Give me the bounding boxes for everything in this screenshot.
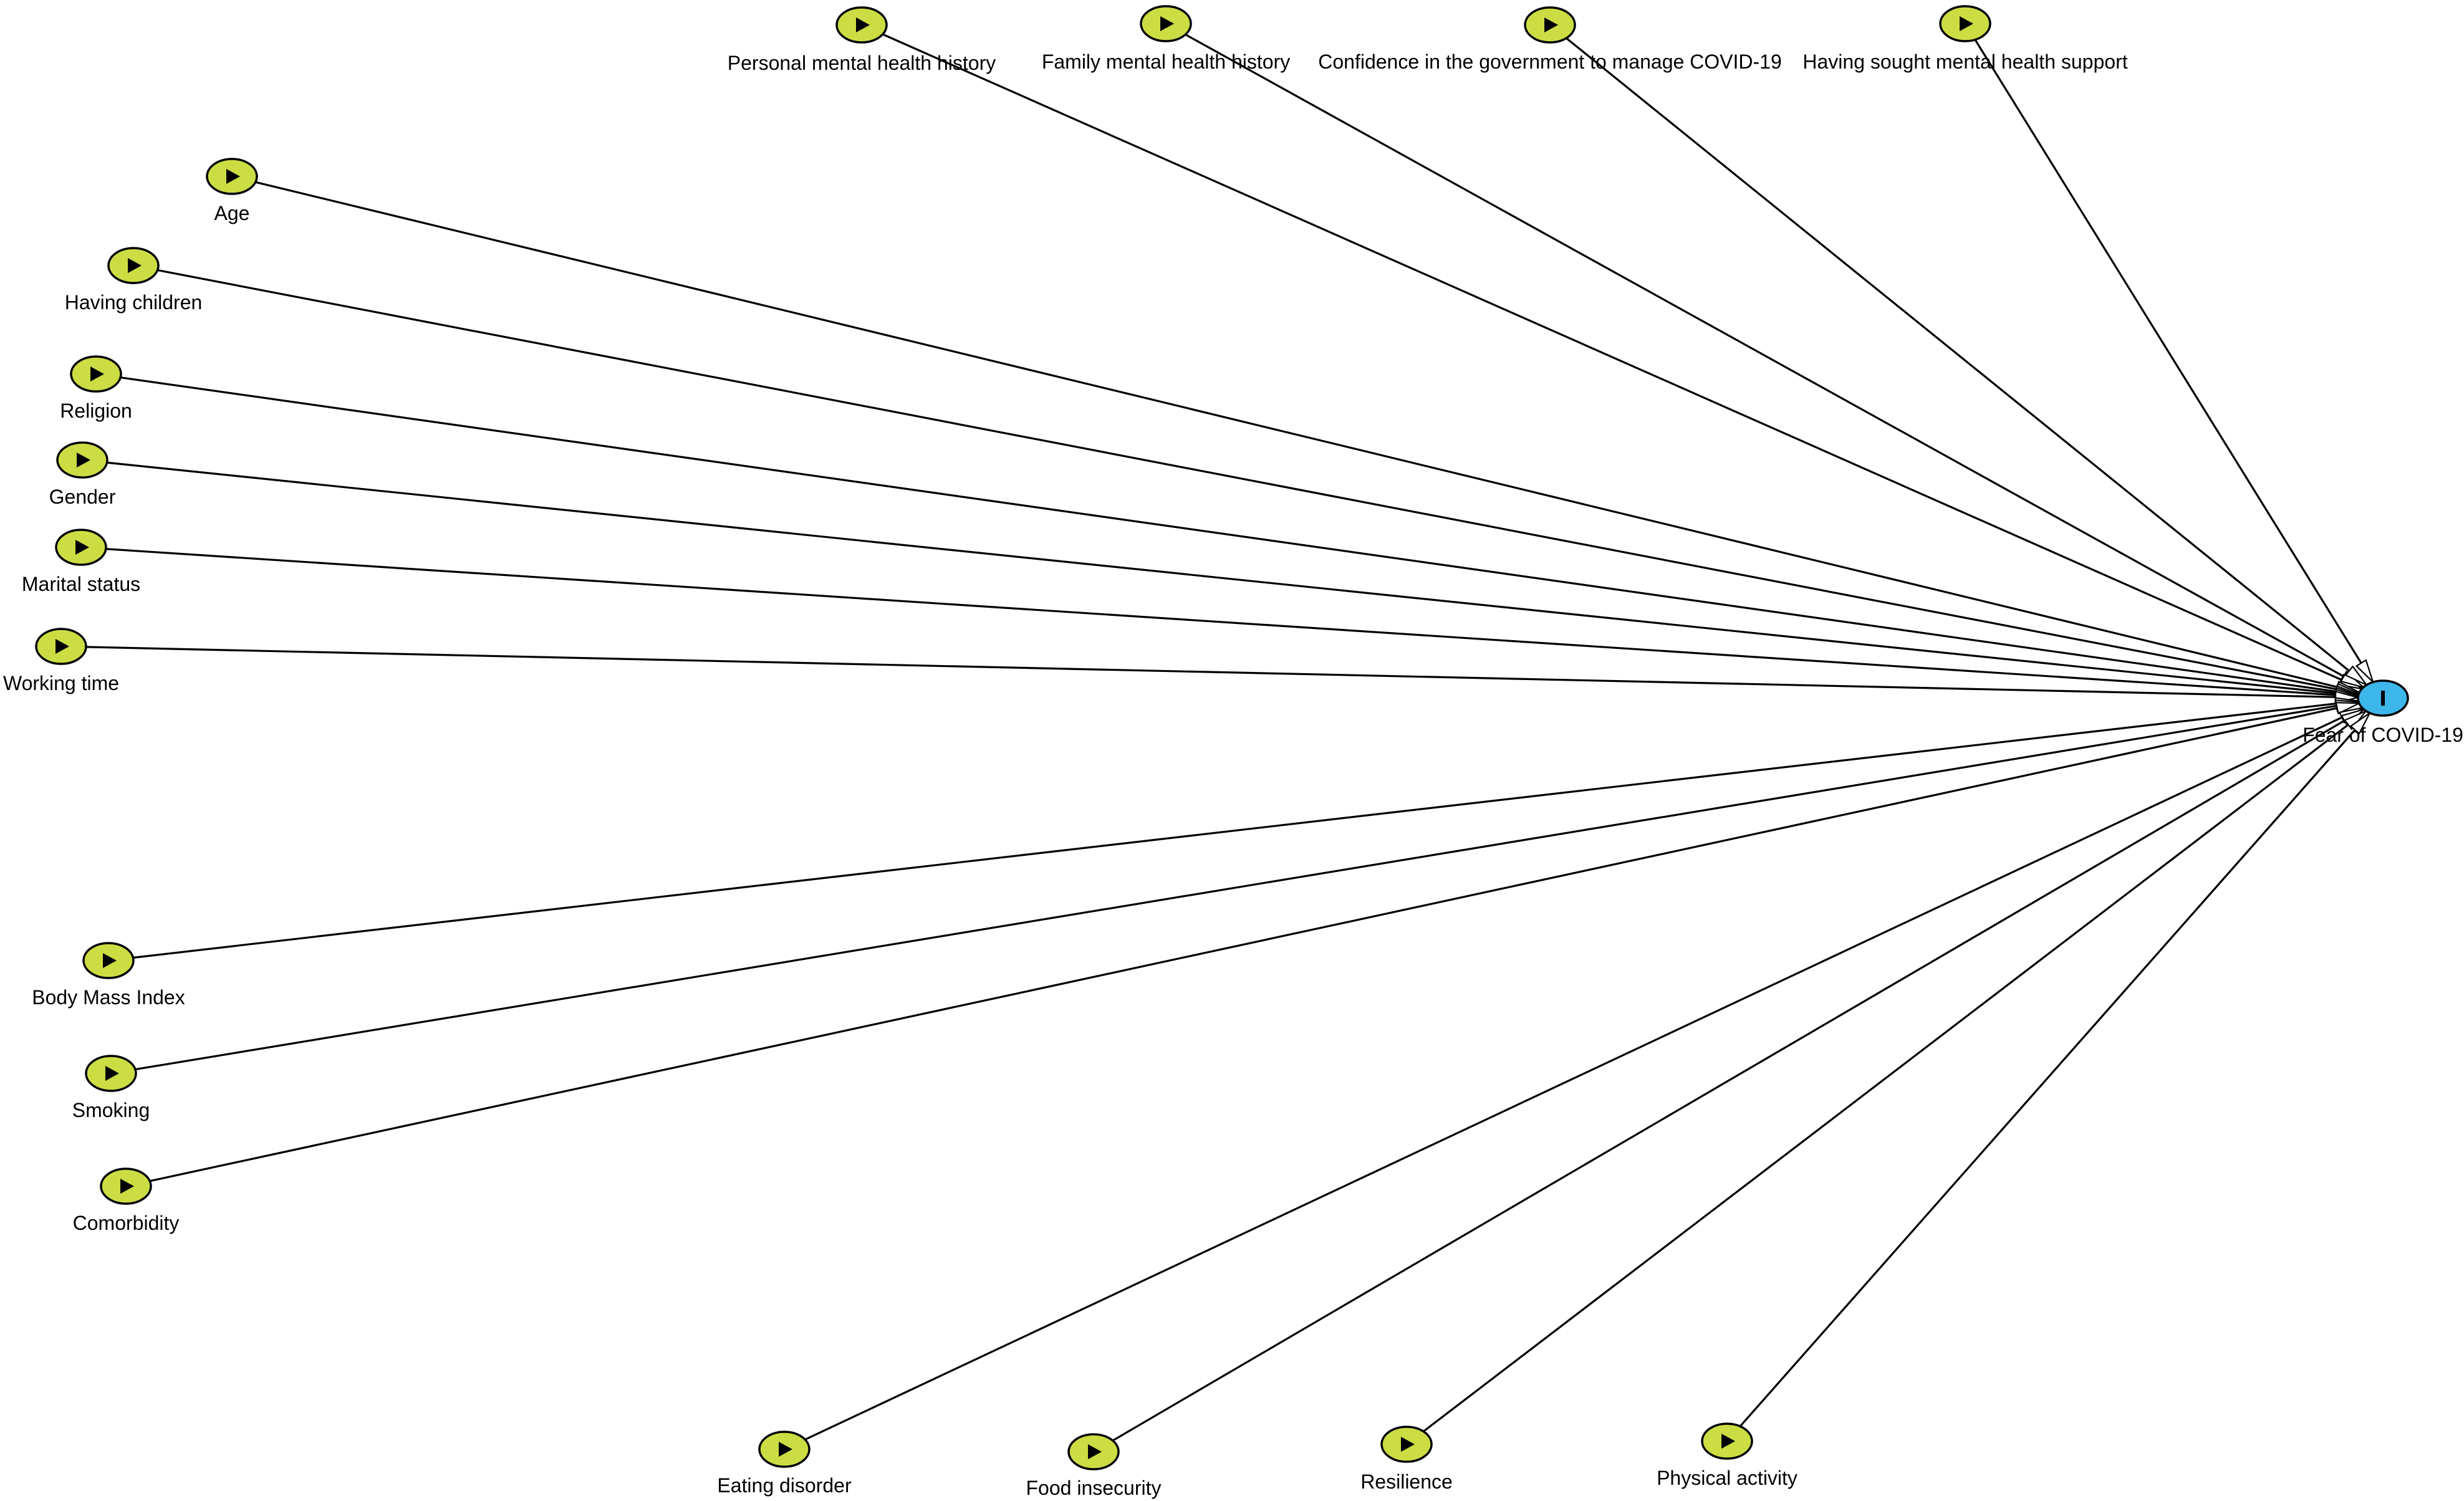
node-label: Family mental health history (1042, 50, 1290, 73)
exposure-node-religion[interactable]: Religion (60, 355, 132, 422)
node-label: Food insecurity (1026, 1477, 1162, 1499)
node-label: Marital status (22, 573, 140, 595)
node-label: Body Mass Index (32, 986, 185, 1009)
play-icon (1401, 1437, 1415, 1452)
play-icon (120, 1179, 134, 1194)
edge-line (1423, 724, 2349, 1432)
exposure-node-age[interactable]: Age (206, 158, 258, 224)
node-label: Having sought mental health support (1802, 50, 2127, 73)
node-label: Resilience (1360, 1470, 1453, 1493)
node-label: Comorbidity (73, 1212, 180, 1234)
exposure-node-gov_confidence[interactable]: Confidence in the government to manage C… (1318, 6, 1782, 73)
edge-line (1185, 34, 2344, 678)
exposure-node-resilience[interactable]: Resilience (1360, 1426, 1453, 1493)
exposure-node-bmi[interactable]: Body Mass Index (32, 942, 185, 1009)
exposure-node-children[interactable]: Having children (65, 247, 203, 314)
node-label: Gender (49, 486, 116, 508)
edge-line (135, 704, 2337, 1071)
outcome-bar-icon (2381, 691, 2385, 706)
play-icon (128, 258, 142, 273)
play-icon (105, 1066, 119, 1081)
edges-layer (85, 33, 2374, 1442)
edge-line (1974, 39, 2362, 664)
arrowhead-icon (2349, 712, 2370, 735)
edge-sought_support-to-fear (1974, 39, 2374, 683)
edge-line (157, 269, 2337, 691)
play-icon (1160, 16, 1174, 31)
edge-line (1739, 729, 2356, 1427)
play-icon (75, 540, 89, 555)
edge-gov_confidence-to-fear (1566, 37, 2367, 686)
edge-line (882, 33, 2342, 681)
play-icon (55, 639, 69, 654)
exposure-node-gender[interactable]: Gender (49, 441, 116, 508)
exposure-node-food_insecurity[interactable]: Food insecurity (1026, 1433, 1162, 1499)
exposure-node-eating_disorder[interactable]: Eating disorder (717, 1431, 852, 1497)
edge-line (149, 707, 2337, 1182)
node-label: Working time (3, 672, 119, 694)
node-label: Fear of COVID-19 (2303, 724, 2463, 746)
edge-line (255, 181, 2338, 688)
edge-line (107, 461, 2336, 694)
play-icon (90, 367, 104, 381)
outcome-node-fear[interactable]: Fear of COVID-19 (2303, 679, 2463, 746)
exposure-node-physical_activity[interactable]: Physical activity (1657, 1422, 1797, 1489)
play-icon (77, 453, 90, 468)
node-label: Confidence in the government to manage C… (1318, 50, 1782, 73)
play-icon (779, 1442, 792, 1457)
edge-line (1112, 719, 2346, 1442)
nodes-layer: Personal mental health history Family men… (3, 5, 2463, 1499)
edge-line (804, 716, 2342, 1441)
play-icon (226, 169, 240, 184)
play-icon (1960, 16, 1973, 31)
exposure-node-family_mh[interactable]: Family mental health history (1042, 5, 1290, 73)
play-icon (856, 17, 870, 32)
play-icon (103, 953, 117, 968)
edge-physical_activity-to-fear (1739, 712, 2370, 1427)
node-label: Religion (60, 400, 132, 422)
node-label: Smoking (72, 1099, 150, 1121)
exposure-node-personal_mh[interactable]: Personal mental health history (728, 6, 996, 74)
exposure-node-sought_support[interactable]: Having sought mental health support (1802, 5, 2128, 73)
play-icon (1721, 1434, 1735, 1449)
arrowhead-icon (2344, 665, 2367, 686)
edge-line (105, 548, 2336, 696)
arrowhead-icon (2355, 659, 2374, 683)
node-label: Having children (65, 291, 203, 314)
arrowhead-icon (2335, 701, 2360, 715)
node-label: Personal mental health history (728, 52, 996, 74)
exposure-node-marital[interactable]: Marital status (22, 529, 140, 595)
edge-line (85, 646, 2336, 698)
edge-line (1566, 37, 2350, 672)
edge-line (133, 703, 2336, 959)
exposure-node-working_time[interactable]: Working time (3, 628, 119, 694)
node-label: Eating disorder (717, 1474, 852, 1497)
node-label: Physical activity (1657, 1467, 1797, 1489)
exposure-node-comorbidity[interactable]: Comorbidity (73, 1168, 180, 1234)
play-icon (1088, 1444, 1102, 1459)
edge-comorbidity-to-fear (149, 701, 2360, 1182)
play-icon (1544, 17, 1558, 32)
node-label: Age (214, 202, 250, 224)
edge-line (120, 376, 2337, 693)
exposure-node-smoking[interactable]: Smoking (72, 1055, 150, 1121)
